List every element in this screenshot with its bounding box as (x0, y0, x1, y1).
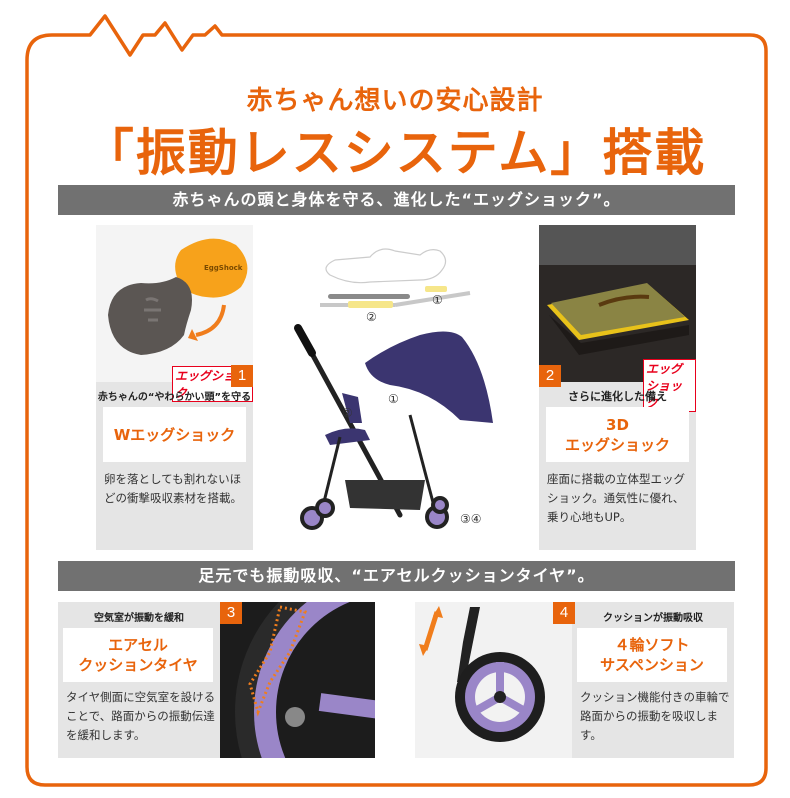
card-1-feature-box: Wエッグショック (103, 407, 246, 462)
seat-cushion-icon (539, 225, 696, 355)
card-1-heading: 赤ちゃんの“やわらかい頭”を守る (97, 392, 252, 403)
card-3-heading: 空気室が振動を緩和 (94, 613, 184, 624)
feature-card-3: 空気室が振動を緩和 エアセル クッションタイヤ タイヤ側面に空気室を設けることで… (58, 602, 220, 758)
card-4-heading: クッションが振動吸収 (603, 613, 703, 624)
card-4-feature-box: ４輪ソフト サスペンション (577, 628, 727, 682)
card-2-feature-line2: エッグショック (564, 435, 670, 454)
air-cell-tire-image: 3 (220, 602, 375, 758)
feature-card-1: EggShock エッグショック 1 赤ちゃんの“やわらかい頭”を守る Wエッグ… (96, 225, 253, 550)
card-1-description: 卵を落としても割れないほどの衝撃吸収素材を搭載。 (104, 472, 242, 505)
suspension-wheel-icon (419, 606, 545, 742)
seat-cushion-image (539, 225, 696, 382)
feature-card-2: 2 エッグショック さらに進化した備え 3D エッグショック 座面に搭載の立体型… (539, 225, 696, 550)
air-cell-banner: 足元でも振動吸収、“エアセルクッションタイヤ”。 (58, 561, 735, 591)
stroller-illustration: ① ② ① ② ③④ (294, 248, 493, 530)
feature-card-4: クッションが振動吸収 ４輪ソフト サスペンション クッション機能付きの車輪で路面… (572, 602, 734, 758)
card-3-feature-box: エアセル クッションタイヤ (63, 628, 213, 682)
svg-text:EggShock: EggShock (204, 264, 243, 272)
egg-shock-logo-2: エッグショック (643, 359, 696, 412)
suspension-wheel-image (415, 602, 572, 758)
card-2-heading: さらに進化した備え (568, 390, 667, 403)
stroller-diagram: ① ② ① ② ③④ (260, 225, 530, 545)
card-3-description: タイヤ側面に空気室を設けることで、路面からの振動伝達を緩和します。 (66, 690, 216, 742)
diagram-label-1: ① (432, 293, 443, 307)
card-2-feature-box: 3D エッグショック (546, 407, 689, 462)
badge-number-1: 1 (231, 365, 253, 387)
card-4-feature-line1: ４輪ソフト (614, 636, 690, 654)
badge-number-2: 2 (539, 365, 561, 387)
air-cell-tire-icon (235, 602, 375, 758)
card-3-feature-line2: クッションタイヤ (78, 656, 198, 674)
card-2-feature-line1: 3D (606, 415, 629, 434)
card-1-feature-title: Wエッグショック (113, 426, 236, 444)
card-3-feature-line1: エアセル (108, 636, 168, 654)
diagram-label-1b: ① (388, 392, 399, 406)
diagram-label-34: ③④ (460, 512, 482, 526)
badge-number-3: 3 (220, 602, 242, 624)
egg-shock-banner: 赤ちゃんの頭と身体を守る、進化した“エッグショック”。 (58, 185, 735, 215)
badge-number-4: 4 (553, 602, 575, 624)
page-subtitle: 赤ちゃん想いの安心設計 (246, 86, 544, 116)
card-4-description: クッション機能付きの車輪で路面からの振動を吸収します。 (580, 690, 730, 742)
page-title: 「振動レスシステム」搭載 (83, 124, 707, 182)
diagram-label-2: ② (366, 310, 377, 324)
card-2-description: 座面に搭載の立体型エッグショック。通気性に優れ、乗り心地もUP。 (547, 472, 685, 524)
headrest-cushion-image: EggShock (96, 225, 253, 382)
diagram-label-2b: ② (342, 406, 353, 420)
headrest-cushion-icon: EggShock (108, 238, 248, 355)
card-4-feature-line2: サスペンション (600, 656, 704, 674)
